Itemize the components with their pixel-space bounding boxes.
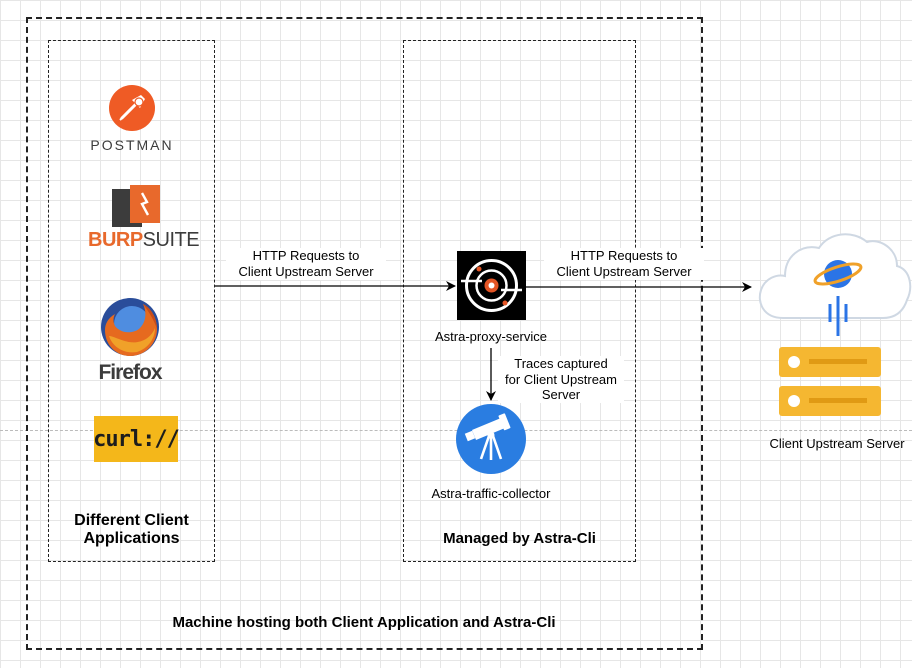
server-led-icon — [788, 395, 800, 407]
suite-word: SUITE — [142, 229, 200, 251]
cloud-icon — [755, 226, 912, 344]
server-slot — [809, 398, 867, 403]
astra-cli-title: Managed by Astra-Cli — [443, 530, 596, 547]
background-guide-line — [0, 430, 912, 431]
client-applications-title: Different Client Applications — [74, 512, 189, 547]
astra-proxy-icon — [457, 251, 526, 320]
client-applications-box — [48, 40, 215, 562]
astra-collector-label: Astra-traffic-collector — [431, 486, 551, 501]
upstream-server-label: Client Upstream Server — [769, 436, 905, 451]
astra-cli-box — [403, 40, 636, 562]
telescope-icon — [455, 403, 527, 475]
curl-logo: curl:// — [93, 416, 180, 462]
curl-label: curl:// — [93, 426, 180, 452]
machine-title: Machine hosting both Client Application … — [172, 614, 556, 631]
traces-edge-label: Traces captured for Client Upstream Serv… — [498, 356, 624, 403]
astra-proxy-label: Astra-proxy-service — [435, 329, 547, 344]
server-led-icon — [788, 356, 800, 368]
firefox-logo-icon — [99, 296, 161, 358]
burpsuite-logo-icon — [112, 185, 162, 229]
server-rack-top — [779, 347, 881, 377]
firefox-label: Firefox — [98, 361, 162, 384]
right-edge-label: HTTP Requests to Client Upstream Server — [544, 248, 704, 280]
postman-label: POSTMAN — [90, 137, 174, 153]
machine-boundary-box — [26, 17, 703, 650]
server-rack-bottom — [779, 386, 881, 416]
postman-logo-icon — [108, 84, 156, 132]
burpsuite-label: BURPSUITE — [88, 229, 200, 252]
burp-word: BURP — [88, 229, 143, 251]
left-edge-label: HTTP Requests to Client Upstream Server — [226, 248, 386, 280]
server-slot — [809, 359, 867, 364]
